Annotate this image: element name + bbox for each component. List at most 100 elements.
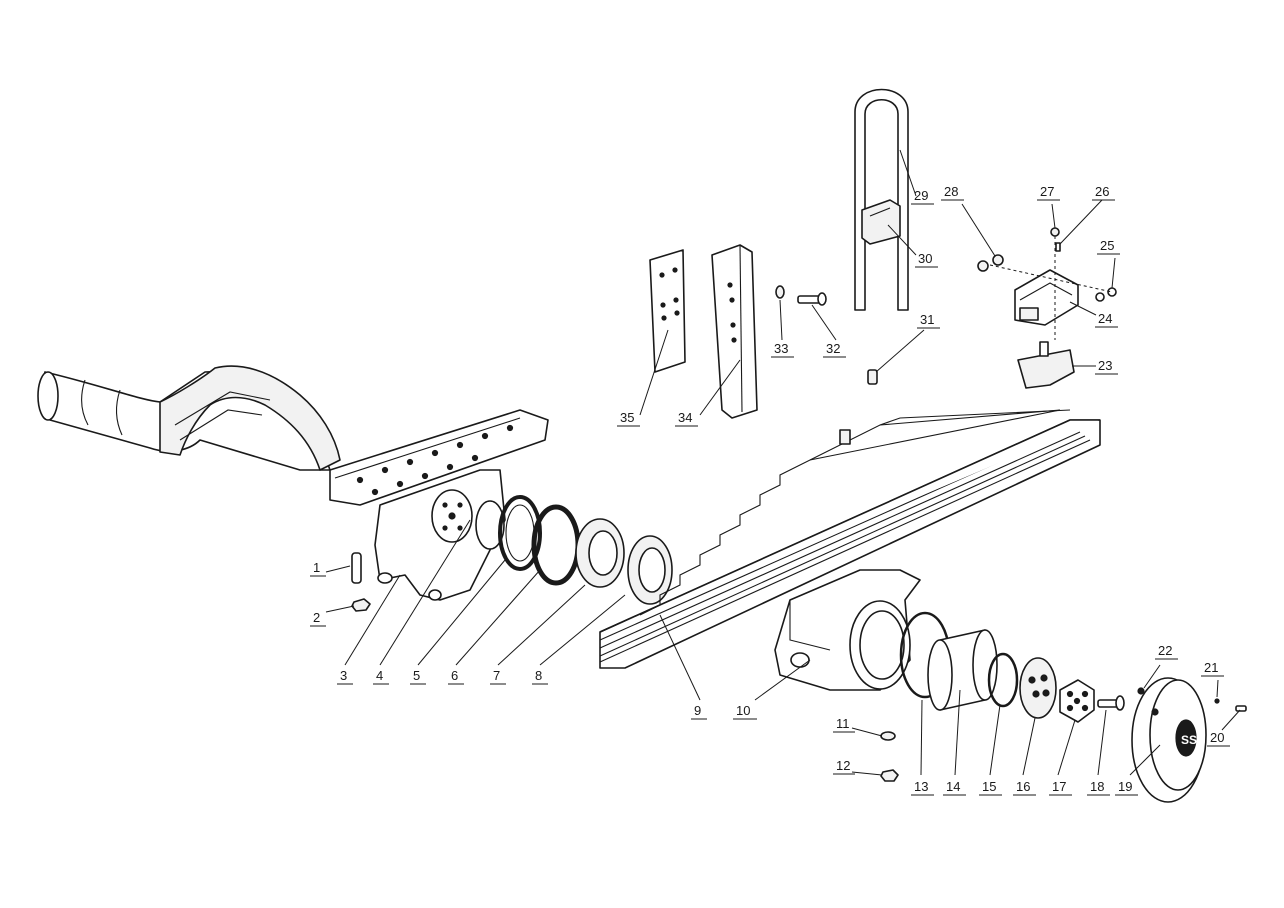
callout-7: 7 <box>490 668 506 685</box>
bolt-25 <box>1095 287 1117 302</box>
svg-text:8: 8 <box>535 668 542 683</box>
svg-text:3: 3 <box>340 668 347 683</box>
svg-text:13: 13 <box>914 779 928 794</box>
screw-20 <box>1235 705 1247 712</box>
svg-text:30: 30 <box>918 251 932 266</box>
svg-text:17: 17 <box>1052 779 1066 794</box>
u-bolt-29 <box>854 88 909 311</box>
callout-2: 2 <box>310 610 326 627</box>
nut-28 <box>977 254 1004 272</box>
svg-text:19: 19 <box>1118 779 1132 794</box>
callout-26: 26 <box>1092 184 1115 201</box>
plate-34 <box>711 244 758 419</box>
svg-text:35: 35 <box>620 410 634 425</box>
svg-text:25: 25 <box>1100 238 1114 253</box>
svg-text:33: 33 <box>774 341 788 356</box>
svg-text:18: 18 <box>1090 779 1104 794</box>
nut-22 <box>1137 687 1145 695</box>
svg-text:4: 4 <box>376 668 383 683</box>
svg-text:11: 11 <box>836 716 850 731</box>
suspension-arm <box>37 365 341 471</box>
svg-text:15: 15 <box>982 779 996 794</box>
svg-text:27: 27 <box>1040 184 1054 199</box>
svg-text:31: 31 <box>920 312 934 327</box>
svg-text:24: 24 <box>1098 311 1112 326</box>
callout-23: 23 <box>1095 358 1118 375</box>
hub-sleeve-14 <box>927 629 998 711</box>
svg-text:10: 10 <box>736 703 750 718</box>
callout-22: 22 <box>1155 643 1178 660</box>
svg-text:6: 6 <box>451 668 458 683</box>
svg-text:28: 28 <box>944 184 958 199</box>
pin-21 <box>1214 698 1220 704</box>
callout-28: 28 <box>941 184 964 201</box>
svg-text:SS: SS <box>1181 733 1197 747</box>
spring-bracket-left <box>329 409 549 601</box>
seal-ring-15 <box>987 652 1019 708</box>
svg-text:16: 16 <box>1016 779 1030 794</box>
svg-text:5: 5 <box>413 668 420 683</box>
gasket-17 <box>1059 679 1095 723</box>
callout-17: 17 <box>1049 779 1072 796</box>
svg-text:14: 14 <box>946 779 960 794</box>
svg-text:22: 22 <box>1158 643 1172 658</box>
pin-1 <box>351 552 362 584</box>
callout-13: 13 <box>911 779 934 796</box>
callout-35: 35 <box>617 410 640 427</box>
callout-4: 4 <box>373 668 389 685</box>
callout-10: 10 <box>733 703 757 720</box>
svg-text:2: 2 <box>313 610 320 625</box>
nut-2 <box>351 598 371 612</box>
callouts: 1 2 3 4 5 6 7 8 9 10 11 12 13 14 15 16 1… <box>310 184 1230 796</box>
callout-16: 16 <box>1013 779 1036 796</box>
callout-5: 5 <box>410 668 426 685</box>
pin-26 <box>1055 242 1061 252</box>
svg-text:1: 1 <box>313 560 320 575</box>
callout-12: 12 <box>833 758 855 775</box>
svg-text:34: 34 <box>678 410 692 425</box>
callout-19: 19 <box>1115 779 1138 796</box>
svg-text:20: 20 <box>1210 730 1224 745</box>
callout-18: 18 <box>1087 779 1110 796</box>
callout-25: 25 <box>1097 238 1120 255</box>
bolt-18 <box>1097 695 1125 711</box>
callout-24: 24 <box>1095 311 1118 328</box>
bearing-8 <box>627 535 673 605</box>
callout-34: 34 <box>675 410 698 427</box>
nut-12 <box>880 769 899 782</box>
assembly-line <box>989 264 1113 293</box>
clamp-block-30 <box>861 199 901 245</box>
svg-text:7: 7 <box>493 668 500 683</box>
leader-lines <box>325 149 1241 776</box>
callout-14: 14 <box>943 779 966 796</box>
bolt-32 <box>797 292 827 306</box>
svg-text:32: 32 <box>826 341 840 356</box>
seal-ring-4 <box>475 500 505 550</box>
nut-27 <box>1050 227 1060 237</box>
plate-35 <box>649 249 686 373</box>
callout-15: 15 <box>979 779 1002 796</box>
svg-text:21: 21 <box>1204 660 1218 675</box>
nut-33 <box>775 285 785 299</box>
svg-text:12: 12 <box>836 758 850 773</box>
svg-text:23: 23 <box>1098 358 1112 373</box>
callout-29: 29 <box>911 188 934 205</box>
bearing-7 <box>575 518 625 588</box>
callout-8: 8 <box>532 668 548 685</box>
callout-32: 32 <box>823 341 846 358</box>
svg-text:26: 26 <box>1095 184 1109 199</box>
callout-3: 3 <box>337 668 353 685</box>
callout-1: 1 <box>310 560 326 577</box>
callout-20: 20 <box>1207 730 1230 747</box>
bolt-31 <box>867 369 878 385</box>
callout-11: 11 <box>833 716 855 733</box>
bump-bracket-24 <box>1014 269 1079 326</box>
callout-27: 27 <box>1037 184 1060 201</box>
callout-33: 33 <box>771 341 794 358</box>
hub-cap-19: SS <box>1131 677 1207 803</box>
rubber-bumper-23 <box>1017 341 1075 389</box>
callout-9: 9 <box>691 703 707 720</box>
leaf-spring-9 <box>599 409 1101 669</box>
callout-6: 6 <box>448 668 464 685</box>
